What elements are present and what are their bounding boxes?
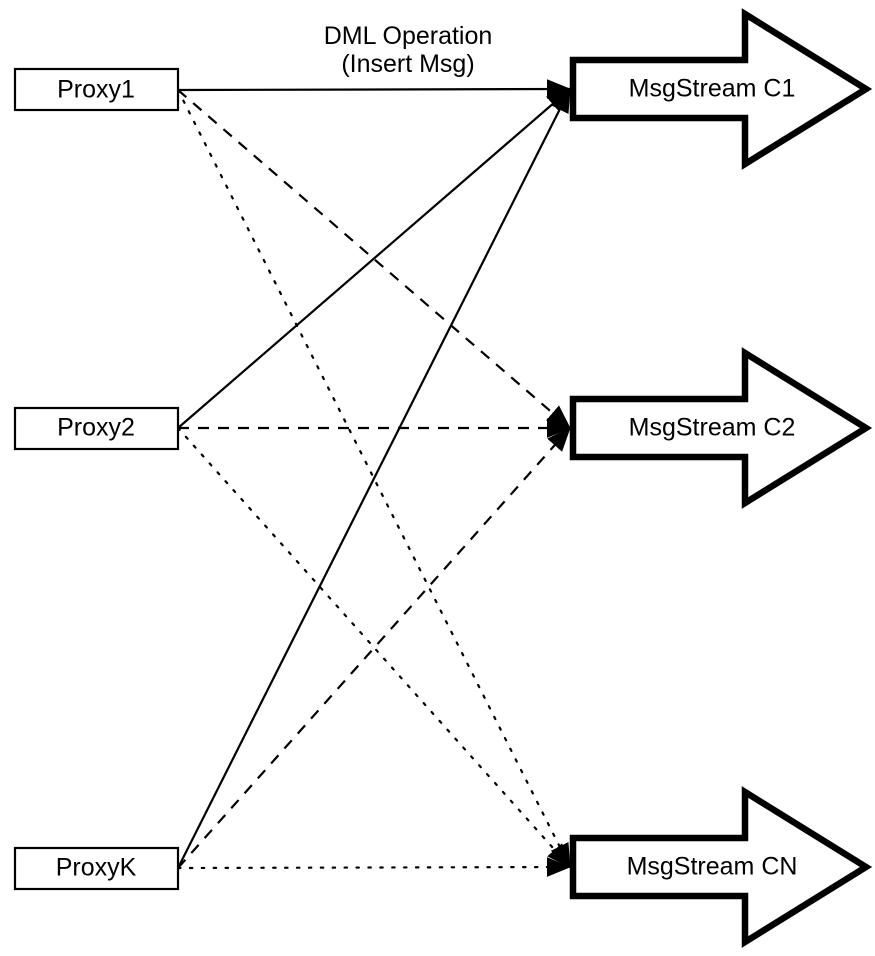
annotation-line-1: DML Operation: [324, 22, 493, 50]
proxy-label: Proxy1: [57, 76, 135, 104]
proxy-node-proxy2[interactable]: Proxy2: [13, 406, 180, 451]
msgstream-label: MsgStream C1: [629, 75, 796, 103]
annotation-line-2: (Insert Msg): [341, 50, 474, 78]
connection-proxy1-to-msgstream-c2: [177, 89, 571, 429]
msgstream-arrow-shape[interactable]: [569, 8, 873, 170]
connection-line: [177, 89, 571, 429]
msgstream-node-msgstream-c1[interactable]: MsgStream C1: [569, 8, 873, 170]
connection-proxy2-to-msgstream-c1: [177, 88, 571, 429]
connection-line: [177, 79, 572, 99]
connection-line: [177, 88, 571, 869]
connection-line: [176, 88, 572, 869]
connection-proxy1-to-msgstream-cn: [176, 88, 572, 869]
msgstream-arrow-shape[interactable]: [569, 786, 873, 948]
connection-proxy1-to-msgstream-c1: [177, 79, 572, 99]
msgstream-arrow-shape[interactable]: [569, 347, 873, 509]
msgstream-nodes-layer: MsgStream C1 MsgStream C2 MsgStream CN: [569, 8, 873, 948]
msgstream-label: MsgStream C2: [629, 414, 796, 442]
msgstream-label: MsgStream CN: [627, 853, 798, 881]
proxy-box[interactable]: [13, 67, 180, 112]
connection-line: [177, 88, 571, 429]
connection-line: [176, 426, 572, 869]
msgstream-node-msgstream-c2[interactable]: MsgStream C2: [569, 347, 873, 509]
proxy-node-proxy1[interactable]: Proxy1: [13, 67, 180, 112]
msgstream-node-msgstream-cn[interactable]: MsgStream CN: [569, 786, 873, 948]
dml-operation-annotation: DML Operation (Insert Msg): [324, 22, 493, 78]
proxy-box[interactable]: [13, 846, 180, 891]
connection-line: [176, 857, 572, 877]
connections-layer: [176, 79, 572, 877]
proxy-node-proxyk[interactable]: ProxyK: [13, 846, 180, 891]
connection-proxy2-to-msgstream-cn: [176, 426, 572, 869]
proxy-box[interactable]: [13, 406, 180, 451]
connection-proxyk-to-msgstream-c1: [177, 88, 571, 869]
proxy-label: ProxyK: [56, 854, 137, 882]
proxy-label: Proxy2: [57, 414, 135, 442]
connection-proxyk-to-msgstream-cn: [176, 857, 572, 877]
